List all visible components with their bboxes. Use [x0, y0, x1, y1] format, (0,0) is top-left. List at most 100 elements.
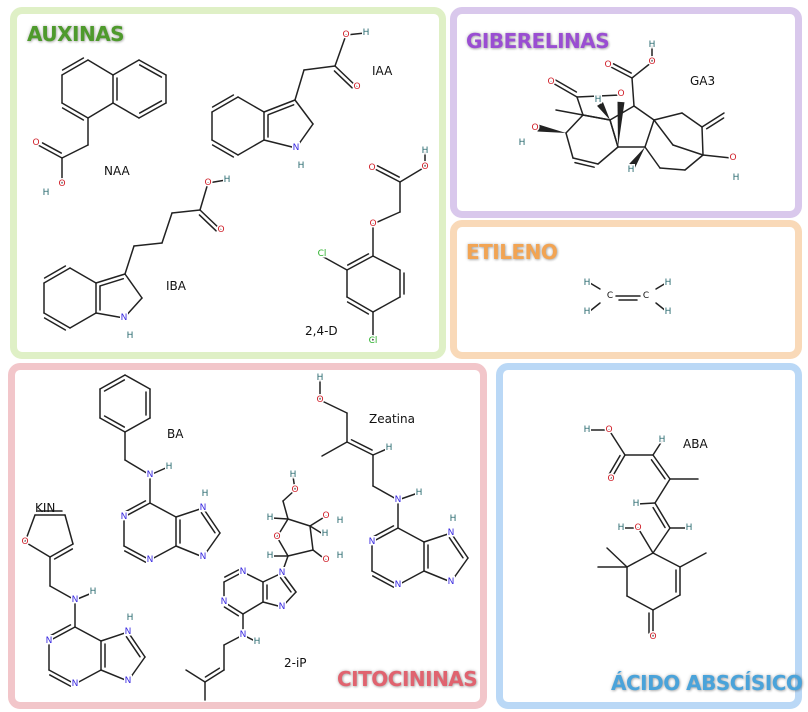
bond	[397, 492, 419, 501]
atom-h: H	[584, 425, 591, 435]
bond	[309, 525, 314, 551]
bond	[242, 601, 264, 615]
atom-o: O	[217, 225, 224, 235]
atom-o: O	[204, 178, 211, 188]
bond	[371, 575, 395, 588]
bond	[211, 139, 239, 156]
atom-cl: Cl	[318, 249, 327, 259]
label-ba: BA	[167, 427, 184, 441]
bond	[281, 572, 297, 593]
atom-o: O	[21, 537, 28, 547]
bond	[211, 96, 239, 113]
bond	[423, 532, 452, 543]
bond	[138, 64, 163, 78]
atom-n: N	[147, 470, 154, 480]
atom-n: N	[72, 679, 79, 689]
bond	[242, 571, 264, 583]
bond	[123, 545, 151, 561]
panel-auxinas	[10, 7, 446, 359]
bond	[653, 119, 674, 146]
bond	[207, 179, 227, 184]
bond	[450, 557, 469, 583]
bond	[644, 119, 655, 148]
bond	[309, 515, 327, 527]
bond	[701, 112, 725, 128]
atom-h: H	[519, 138, 526, 148]
atom-o: O	[649, 632, 656, 642]
atom-h: H	[267, 513, 274, 523]
bond	[589, 282, 601, 290]
bond	[124, 417, 151, 433]
bond	[279, 577, 292, 593]
bond	[654, 502, 671, 529]
atom-n: N	[240, 567, 247, 577]
atom-h: H	[166, 462, 173, 472]
bond	[652, 454, 671, 480]
bond	[679, 552, 707, 568]
atom-o: O	[273, 532, 280, 542]
atom-n: N	[121, 313, 128, 323]
bond	[87, 102, 114, 119]
bond	[276, 518, 289, 538]
atom-n: N	[125, 676, 132, 686]
atom-o: O	[547, 77, 554, 87]
bond	[43, 317, 67, 331]
bond	[37, 144, 63, 159]
bond	[606, 547, 628, 568]
bond	[237, 96, 265, 113]
bond	[281, 591, 297, 608]
bond	[124, 374, 151, 390]
atom-h: H	[618, 523, 625, 533]
bond	[659, 167, 686, 171]
label-aba: ABA	[683, 437, 708, 451]
bond	[49, 585, 76, 601]
bond	[95, 273, 126, 284]
bond	[397, 527, 425, 543]
bond	[74, 669, 102, 685]
bond	[204, 669, 225, 683]
bond	[612, 63, 632, 74]
bond	[124, 245, 135, 275]
atom-h: H	[686, 523, 693, 533]
bond	[262, 572, 283, 583]
bond	[99, 277, 125, 287]
bond	[652, 440, 663, 456]
atom-c: C	[643, 291, 649, 301]
bond	[450, 532, 469, 559]
title-etileno: ETILENO	[466, 240, 558, 264]
bond	[303, 65, 336, 71]
bond	[371, 570, 399, 586]
bond	[74, 592, 93, 601]
atom-o: O	[58, 179, 65, 189]
bond	[576, 96, 584, 116]
bond	[202, 507, 221, 534]
atom-h: H	[254, 637, 261, 647]
atom-h: H	[127, 613, 134, 623]
bond	[223, 606, 240, 617]
label-iaa: IAA	[372, 64, 393, 78]
bond	[211, 144, 235, 158]
atom-h: H	[290, 470, 297, 480]
label-iba: IBA	[166, 279, 187, 293]
atom-h: H	[337, 516, 344, 526]
bond	[572, 157, 599, 165]
bond	[702, 154, 732, 159]
atom-o: O	[617, 89, 624, 99]
bond	[149, 466, 169, 476]
atom-h: H	[90, 587, 97, 597]
bond	[576, 94, 621, 98]
bond	[211, 94, 235, 108]
bond	[171, 209, 201, 214]
bond	[608, 429, 626, 456]
bond	[103, 415, 126, 428]
atom-h: H	[595, 95, 602, 105]
bond	[61, 102, 89, 119]
atom-n: N	[121, 512, 128, 522]
atom-h: H	[422, 146, 429, 156]
bond	[43, 265, 67, 279]
panel-aba	[496, 363, 802, 709]
bond	[149, 502, 177, 518]
bond	[48, 669, 76, 685]
